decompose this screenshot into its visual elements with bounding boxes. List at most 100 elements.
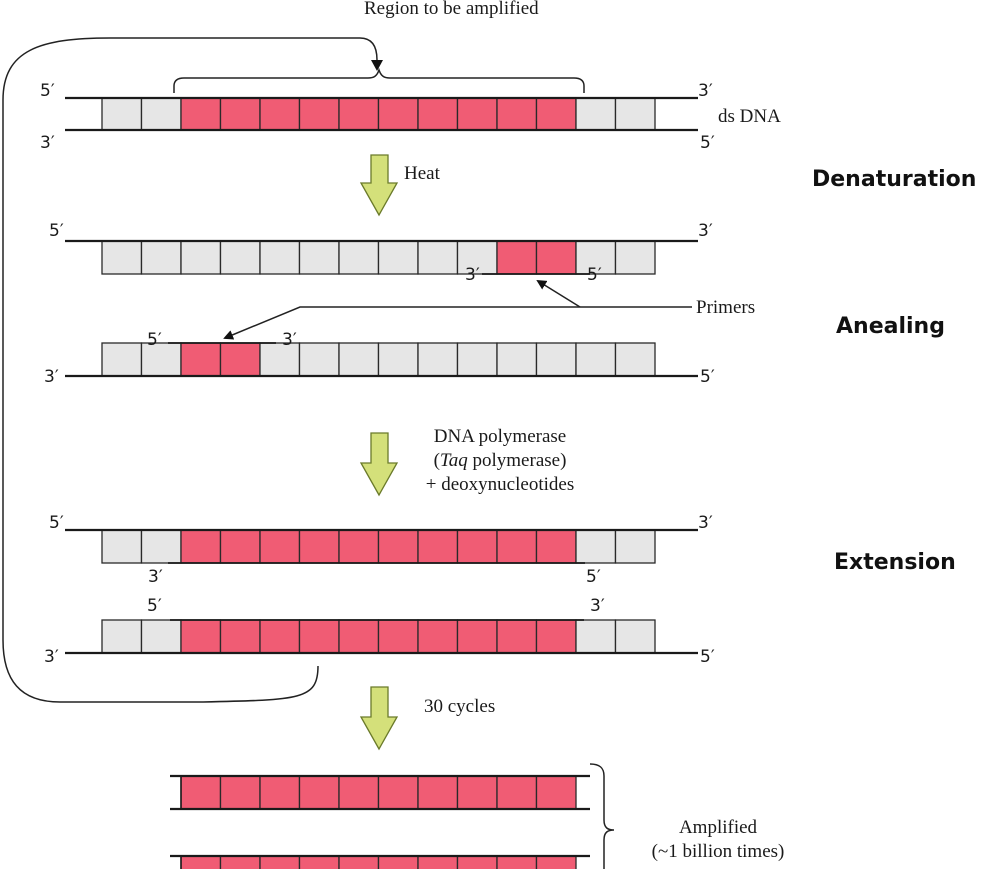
- cycles-arrow-icon: [359, 686, 399, 751]
- nucleotide-unit: [535, 97, 577, 131]
- nucleotide-unit: [417, 619, 459, 654]
- end-label-5: 5′: [40, 81, 55, 101]
- heat-label: Heat: [404, 163, 441, 184]
- nucleotide-unit: [101, 97, 143, 131]
- nucleotide-unit: [535, 240, 577, 275]
- new-strand-end-3: 3′: [148, 567, 163, 587]
- new-strand-end-5: 5′: [586, 567, 601, 587]
- nucleotide-unit: [298, 97, 340, 131]
- new-strand-end-3: 3′: [590, 596, 605, 616]
- nucleotide-unit: [140, 240, 182, 275]
- nucleotide-unit: [535, 619, 577, 654]
- nucleotide-unit: [259, 529, 301, 564]
- end-label-3: 3′: [44, 367, 59, 387]
- nucleotide-unit: [180, 342, 222, 377]
- nucleotide-unit: [259, 855, 301, 869]
- primer-end-5: 5′: [587, 265, 602, 285]
- end-label-3: 3′: [698, 81, 713, 101]
- nucleotide-unit: [377, 342, 419, 377]
- denatured-bottom-strand: [65, 342, 698, 378]
- nucleotide-unit: [417, 529, 459, 564]
- nucleotide-unit: [535, 775, 577, 810]
- nucleotide-unit: [101, 240, 143, 275]
- nucleotide-unit: [614, 240, 656, 275]
- polymerase-label-line3: + deoxynucleotides: [426, 474, 574, 495]
- nucleotide-unit: [259, 775, 301, 810]
- heat-arrow-icon: [359, 154, 399, 217]
- nucleotide-unit: [219, 240, 261, 275]
- primer-end-5: 5′: [147, 330, 162, 350]
- nucleotide-unit: [575, 529, 617, 564]
- nucleotide-unit: [338, 855, 380, 869]
- ds-dna-strand: [65, 96, 698, 132]
- stage-denaturation: Denaturation: [812, 167, 976, 192]
- nucleotide-unit: [496, 529, 538, 564]
- nucleotide-unit: [456, 619, 498, 654]
- nucleotide-unit: [298, 775, 340, 810]
- end-label-3: 3′: [698, 221, 713, 241]
- nucleotide-unit: [219, 342, 261, 377]
- nucleotide-unit: [298, 240, 340, 275]
- primers-callout-line: [223, 306, 692, 340]
- nucleotide-unit: [496, 855, 538, 869]
- nucleotide-unit: [180, 529, 222, 564]
- nucleotide-unit: [219, 775, 261, 810]
- nucleotide-unit: [259, 97, 301, 131]
- nucleotide-unit: [338, 342, 380, 377]
- nucleotide-unit: [496, 97, 538, 131]
- nucleotide-unit: [614, 619, 656, 654]
- nucleotide-unit: [338, 619, 380, 654]
- cycle-loop-arrow: [2, 37, 378, 703]
- nucleotide-unit: [180, 240, 222, 275]
- stage-annealing: Anealing: [836, 314, 945, 339]
- primer-end-3: 3′: [282, 330, 297, 350]
- polymerase-arrow-icon: [359, 432, 399, 497]
- nucleotide-unit: [456, 775, 498, 810]
- nucleotide-unit: [456, 342, 498, 377]
- amplified-label-line1: Amplified: [679, 817, 758, 838]
- nucleotide-unit: [417, 97, 459, 131]
- amplified-brace: [589, 763, 615, 869]
- end-label-3: 3′: [44, 647, 59, 667]
- end-label-3: 3′: [698, 513, 713, 533]
- nucleotide-unit: [180, 619, 222, 654]
- nucleotide-unit: [298, 619, 340, 654]
- primer-end-3: 3′: [465, 265, 480, 285]
- end-label-5: 5′: [49, 513, 64, 533]
- nucleotide-unit: [456, 529, 498, 564]
- nucleotide-unit: [417, 342, 459, 377]
- nucleotide-unit: [614, 97, 656, 131]
- nucleotide-unit: [298, 855, 340, 869]
- amplified-label-line2: (~1 billion times): [652, 841, 785, 862]
- nucleotide-unit: [140, 619, 182, 654]
- nucleotide-unit: [377, 619, 419, 654]
- region-title: Region to be amplified: [364, 0, 539, 19]
- nucleotide-unit: [338, 529, 380, 564]
- nucleotide-unit: [298, 529, 340, 564]
- nucleotide-unit: [219, 855, 261, 869]
- stage-extension: Extension: [834, 550, 956, 575]
- nucleotide-unit: [496, 775, 538, 810]
- nucleotide-unit: [575, 619, 617, 654]
- nucleotide-unit: [259, 619, 301, 654]
- nucleotide-unit: [180, 775, 222, 810]
- primers-label: Primers: [696, 297, 755, 318]
- extension-bottom-strand: [65, 619, 698, 655]
- nucleotide-unit: [456, 240, 498, 275]
- nucleotide-unit: [377, 97, 419, 131]
- nucleotide-unit: [456, 855, 498, 869]
- nucleotide-unit: [496, 342, 538, 377]
- amplified-copy-2: [170, 854, 590, 869]
- nucleotide-unit: [417, 775, 459, 810]
- nucleotide-unit: [219, 97, 261, 131]
- nucleotide-unit: [535, 342, 577, 377]
- nucleotide-unit: [259, 240, 301, 275]
- end-label-5: 5′: [700, 647, 715, 667]
- end-label-5: 5′: [700, 367, 715, 387]
- nucleotide-unit: [417, 240, 459, 275]
- end-label-3: 3′: [40, 133, 55, 153]
- nucleotide-unit: [140, 97, 182, 131]
- nucleotide-unit: [614, 342, 656, 377]
- nucleotide-unit: [575, 97, 617, 131]
